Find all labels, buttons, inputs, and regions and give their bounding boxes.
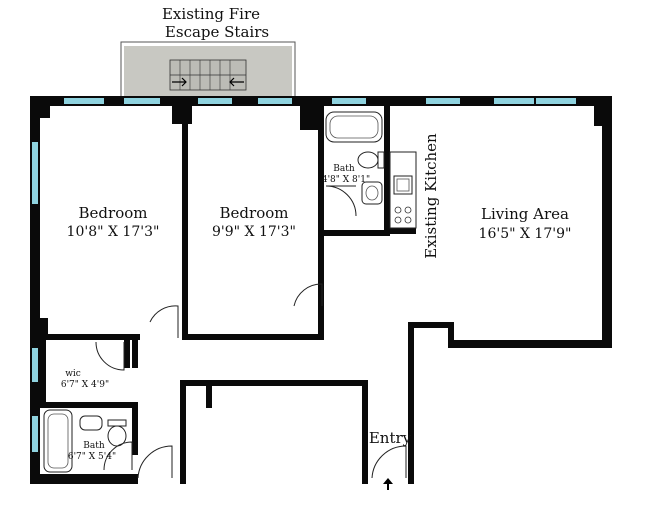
bedroom1-name: Bedroom bbox=[79, 204, 148, 222]
fire-escape bbox=[120, 41, 296, 99]
entry-label: Entry bbox=[369, 429, 412, 447]
bedroom2-dimensions: 9'9" X 17'3" bbox=[212, 224, 296, 240]
arrow-up-icon bbox=[383, 478, 393, 490]
bath1-dimensions: 4'8" X 8'1" bbox=[322, 175, 370, 185]
fire-escape-label-line2: Escape Stairs bbox=[165, 23, 269, 41]
bath1-fixtures bbox=[325, 111, 385, 217]
bedroom1-dimensions: 10'8" X 17'3" bbox=[67, 224, 160, 240]
stairs-icon bbox=[169, 59, 247, 91]
fire-escape-label-line1: Existing Fire bbox=[162, 5, 260, 23]
kitchen-label: Existing Kitchen bbox=[422, 133, 440, 259]
walls bbox=[30, 96, 612, 484]
living-area-dimensions: 16'5" X 17'9" bbox=[479, 226, 572, 242]
wic-dimensions: 6'7" X 4'9" bbox=[61, 380, 109, 390]
doors bbox=[95, 283, 407, 479]
bath2-name: Bath bbox=[83, 441, 105, 451]
bath1-name: Bath bbox=[333, 164, 355, 174]
windows bbox=[32, 98, 576, 452]
bath2-dimensions: 6'7" X 5'4" bbox=[68, 452, 116, 462]
wic-name: wic bbox=[65, 369, 81, 379]
living-area-name: Living Area bbox=[481, 205, 569, 223]
bedroom2-name: Bedroom bbox=[220, 204, 289, 222]
bath2-fixtures bbox=[43, 409, 127, 473]
kitchen-fixtures bbox=[389, 151, 417, 229]
